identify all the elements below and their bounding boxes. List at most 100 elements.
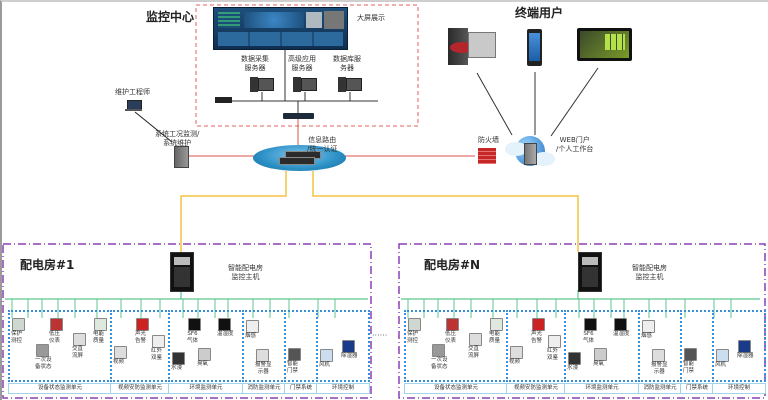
device-label: 声光 告警 — [531, 331, 543, 344]
firewall-icon — [478, 148, 496, 164]
device-icon — [288, 348, 301, 361]
device-label: 智能 门禁 — [287, 361, 299, 374]
device-label: 风机 — [319, 362, 331, 368]
device-label: 保护 测控 — [11, 331, 23, 344]
device-label: 报警显 示器 — [255, 362, 272, 375]
device-label: 温湿度 — [217, 331, 234, 337]
device-icon — [614, 318, 627, 331]
monitoring-unit-label: 环境监测单元 — [564, 383, 640, 394]
device-label: 视频 — [113, 359, 125, 365]
device-label: 智能 门禁 — [683, 361, 695, 374]
device-label: 低压 仪表 — [49, 331, 61, 344]
router-icon — [253, 145, 346, 171]
gateway-device-icon — [215, 97, 232, 103]
monitoring-host-icon — [170, 252, 194, 292]
monitoring-unit-label: 门禁系统 — [284, 383, 318, 394]
workstation-icon — [174, 146, 189, 168]
laptop-link — [134, 111, 173, 143]
device-label: 臭氧 — [197, 361, 209, 367]
device-label: 水浸 — [171, 365, 183, 371]
monitoring-unit-label: 消防监测单元 — [638, 383, 682, 394]
device-label: SF6 气体 — [583, 331, 595, 344]
link-room-n — [312, 171, 579, 252]
monitoring-unit-label: 设备状态监测单元 — [8, 383, 112, 394]
device-icon — [152, 335, 165, 348]
device-icon — [320, 349, 333, 362]
device-icon — [136, 318, 149, 331]
desktop-pc-icon — [448, 28, 496, 66]
host-label: 智能配电房 监控主机 — [632, 264, 667, 281]
server-label-advanced: 高级应用 服务器 — [288, 55, 316, 72]
smartphone-icon — [527, 29, 542, 66]
device-label: 烟感 — [245, 333, 257, 339]
laptop-icon — [125, 100, 142, 111]
big-screen-display — [213, 7, 348, 50]
device-icon — [568, 352, 581, 365]
device-label: 报警显 示器 — [651, 362, 668, 375]
monitoring-unit-label: 环境控制 — [316, 383, 370, 394]
server-icon — [338, 77, 362, 93]
device-icon — [114, 346, 127, 359]
device-label: SF6 气体 — [187, 331, 199, 344]
link-room-1 — [180, 171, 287, 252]
server-label-acquisition: 数据采集 服务器 — [241, 55, 269, 72]
router-label: 信息路由 /统一认证 — [307, 136, 338, 153]
device-icon — [408, 318, 421, 331]
device-icon — [469, 333, 482, 346]
device-label: 电能 质量 — [93, 331, 105, 344]
room-1-title: 配电房#1 — [20, 258, 75, 272]
device-label: 红外 双鉴 — [151, 348, 163, 361]
device-icon — [490, 318, 503, 331]
host-label: 智能配电房 监控主机 — [228, 264, 263, 281]
device-icon — [446, 318, 459, 331]
device-icon — [594, 348, 607, 361]
device-label: 除湿器 — [341, 353, 358, 359]
device-label: 一次设 备状态 — [431, 357, 448, 370]
server-icon — [293, 77, 317, 93]
device-label: 电能 质量 — [489, 331, 501, 344]
device-icon — [73, 333, 86, 346]
device-icon — [642, 320, 655, 333]
room-n-title: 配电房#N — [424, 258, 481, 272]
device-icon — [218, 318, 231, 331]
device-icon — [36, 344, 49, 357]
monitoring-unit-label: 视频安防监测单元 — [110, 383, 170, 394]
device-icon — [342, 340, 355, 353]
device-icon — [532, 318, 545, 331]
device-icon — [246, 320, 259, 333]
device-icon — [652, 349, 665, 362]
device-label: 交直 流屏 — [468, 346, 480, 359]
workstation-label: 系统工况监测/ 系统维护 — [155, 130, 200, 147]
device-label: 红外 双鉴 — [547, 348, 559, 361]
monitoring-unit-label: 环境控制 — [712, 383, 766, 394]
monitoring-unit-label: 视频安防监测单元 — [506, 383, 566, 394]
engineer-label: 维护工程师 — [115, 88, 150, 96]
big-screen-label: 大屏展示 — [357, 14, 385, 22]
monitor-center-box — [195, 4, 419, 127]
device-label: 风机 — [715, 362, 727, 368]
device-label: 视频 — [509, 359, 521, 365]
monitoring-unit-box — [316, 310, 370, 382]
monitor-center-title: 监控中心 — [146, 10, 195, 24]
monitoring-unit-label: 消防监测单元 — [242, 383, 286, 394]
device-label: 一次设 备状态 — [35, 357, 52, 370]
device-icon — [94, 318, 107, 331]
cloud-web-portal-icon — [505, 134, 555, 170]
device-label: 低压 仪表 — [445, 331, 457, 344]
device-icon — [12, 318, 25, 331]
monitoring-unit-label: 环境监测单元 — [168, 383, 244, 394]
monitoring-unit-label: 门禁系统 — [680, 383, 714, 394]
monitoring-unit-box — [712, 310, 766, 382]
device-label: 保护 测控 — [407, 331, 419, 344]
network-switch-icon — [283, 113, 314, 119]
monitoring-unit-label: 设备状态监测单元 — [404, 383, 508, 394]
device-label: 交直 流屏 — [72, 346, 84, 359]
firewall-label: 防火墙 — [478, 136, 499, 144]
device-label: 烟感 — [641, 333, 653, 339]
device-icon — [716, 349, 729, 362]
device-icon — [50, 318, 63, 331]
device-icon — [510, 346, 523, 359]
device-icon — [256, 349, 269, 362]
